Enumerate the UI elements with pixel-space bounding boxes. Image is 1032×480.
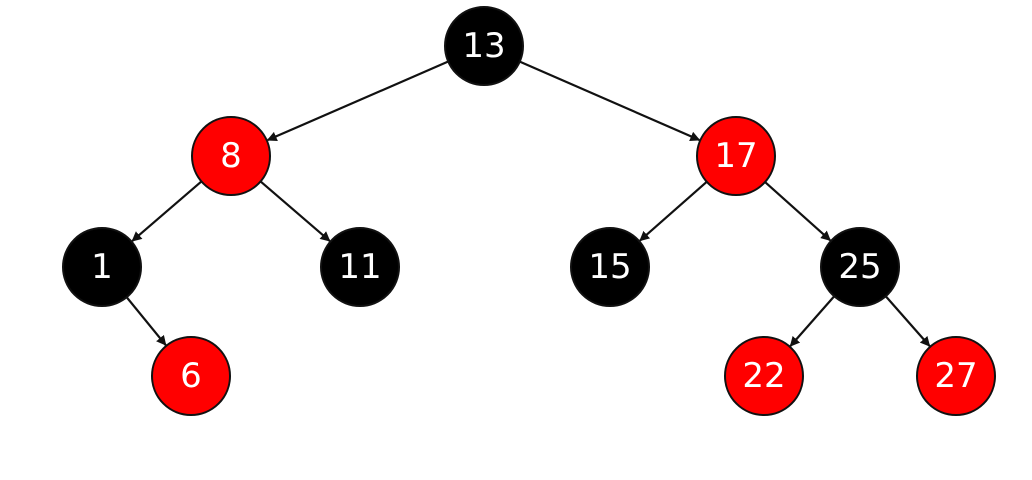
- tree-node-17: 17: [696, 116, 776, 196]
- node-circle: [62, 227, 142, 307]
- node-label: 17: [714, 136, 757, 176]
- edge-17-to-25: [764, 181, 831, 242]
- node-circle: [320, 227, 400, 307]
- tree-node-13: 13: [444, 6, 524, 86]
- tree-node-15: 15: [570, 227, 650, 307]
- edge-8-to-1: [131, 180, 203, 242]
- node-label: 8: [220, 136, 242, 176]
- edge-1-to-6: [125, 296, 167, 346]
- node-circle: [724, 336, 804, 416]
- node-label: 25: [838, 247, 881, 287]
- node-circle: [191, 116, 271, 196]
- node-label: 15: [588, 247, 631, 287]
- tree-node-1: 1: [62, 227, 142, 307]
- tree-node-27: 27: [916, 336, 996, 416]
- tree-node-22: 22: [724, 336, 804, 416]
- node-circle: [916, 336, 996, 416]
- node-label: 27: [934, 356, 977, 396]
- tree-node-25: 25: [820, 227, 900, 307]
- node-circle: [570, 227, 650, 307]
- edge-17-to-15: [639, 180, 708, 242]
- node-label: 22: [742, 356, 785, 396]
- edge-25-to-22: [789, 295, 836, 347]
- node-label: 13: [462, 26, 505, 66]
- node-circle: [820, 227, 900, 307]
- edge-13-to-17: [519, 60, 701, 142]
- node-label: 6: [180, 356, 202, 396]
- tree-node-8: 8: [191, 116, 271, 196]
- node-circle: [696, 116, 776, 196]
- tree-node-6: 6: [151, 336, 231, 416]
- edge-13-to-8: [266, 60, 449, 142]
- node-label: 11: [338, 247, 381, 287]
- node-label: 1: [91, 247, 113, 287]
- node-circle: [444, 6, 524, 86]
- node-circle: [151, 336, 231, 416]
- edge-25-to-27: [884, 295, 931, 347]
- edge-8-to-11: [259, 180, 331, 242]
- edges-layer: [125, 60, 931, 347]
- tree-node-11: 11: [320, 227, 400, 307]
